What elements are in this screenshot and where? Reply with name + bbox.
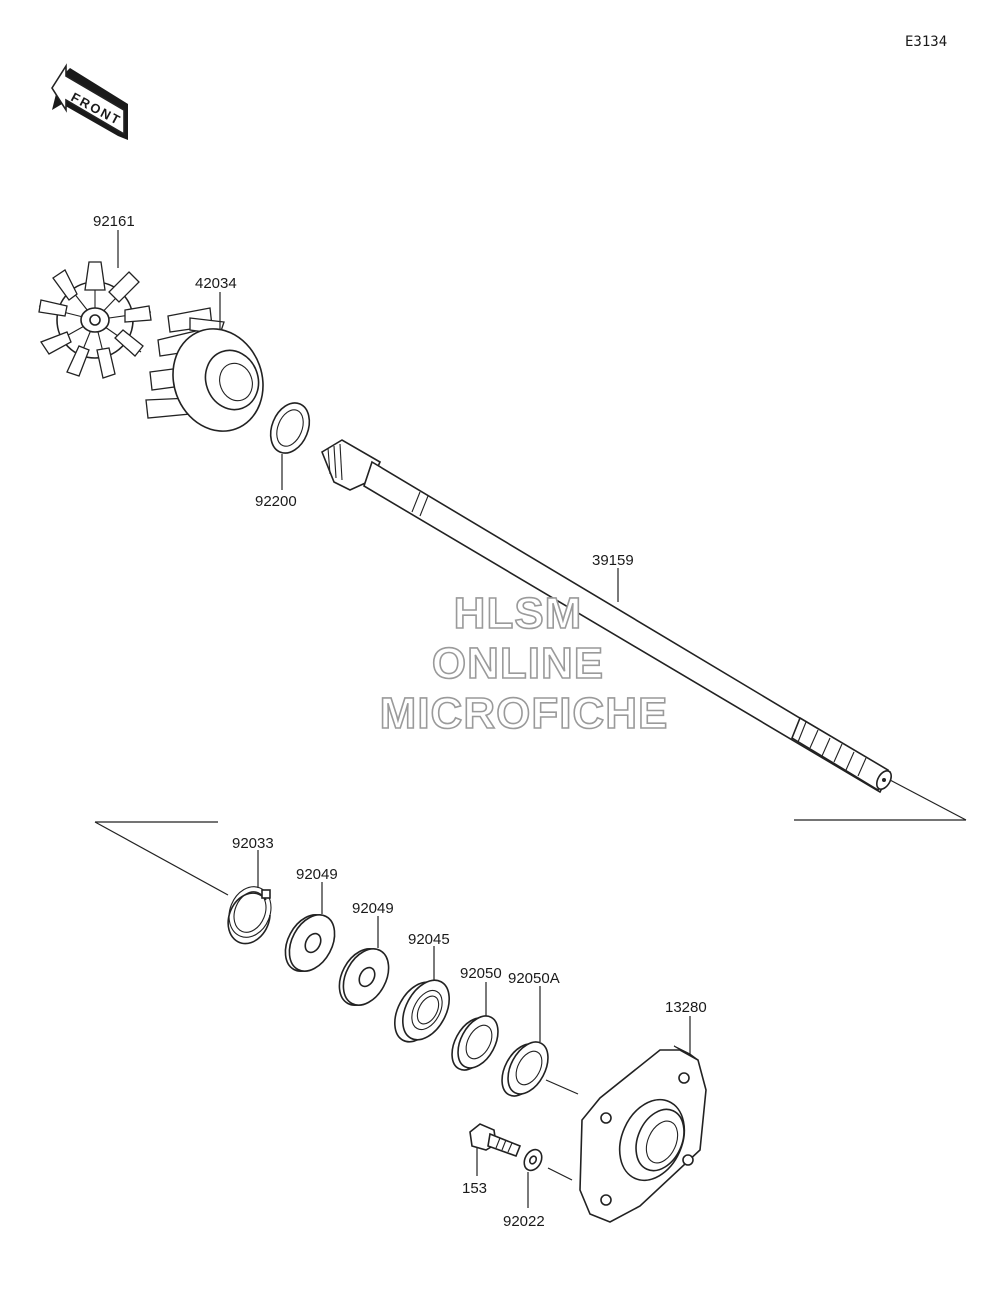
callout-42034: 42034 — [195, 275, 237, 292]
diagram-code: E3134 — [905, 34, 947, 50]
callout-92049-b: 92049 — [352, 900, 394, 917]
watermark-line-1: HLSM — [454, 589, 583, 638]
part-92045-bearing[interactable]: 92045 — [385, 931, 458, 1050]
part-39159-drive-shaft[interactable]: 39159 — [321, 439, 894, 794]
callout-92050: 92050 — [460, 965, 502, 982]
watermark: HLSM ONLINE MICROFICHE — [379, 588, 669, 739]
part-42034-impeller[interactable]: 42034 — [145, 275, 277, 444]
part-92049-washer-b[interactable]: 92049 — [330, 900, 397, 1013]
watermark-line-2: ONLINE — [432, 639, 604, 688]
connector-lines — [94, 779, 967, 1181]
part-92161-impeller-cover[interactable]: 92161 — [38, 213, 152, 379]
callout-92033: 92033 — [232, 835, 274, 852]
part-92033-circlip[interactable]: 92033 — [222, 835, 279, 945]
part-92200-washer[interactable]: 92200 — [255, 397, 316, 510]
callout-92049-a: 92049 — [296, 866, 338, 883]
callout-92161: 92161 — [93, 213, 135, 230]
callout-153: 153 — [462, 1180, 487, 1197]
part-92050-oil-seal[interactable]: 92050 — [444, 965, 506, 1077]
callout-92200: 92200 — [255, 493, 297, 510]
part-13280-housing[interactable]: 13280 — [579, 999, 707, 1223]
part-92049-washer-a[interactable]: 92049 — [276, 866, 343, 979]
part-92022-washer[interactable]: 92022 — [503, 1147, 545, 1230]
callout-92050a: 92050A — [508, 970, 560, 987]
callout-92045: 92045 — [408, 931, 450, 948]
callout-39159: 39159 — [592, 552, 634, 569]
callout-92022: 92022 — [503, 1213, 545, 1230]
callout-13280: 13280 — [665, 999, 707, 1016]
watermark-line-3: MICROFICHE — [380, 689, 669, 738]
part-153-bolt[interactable]: 153 — [462, 1123, 522, 1197]
part-92050a-oil-seal[interactable]: 92050A — [494, 970, 560, 1103]
front-arrow-icon: FRONT — [51, 63, 128, 140]
